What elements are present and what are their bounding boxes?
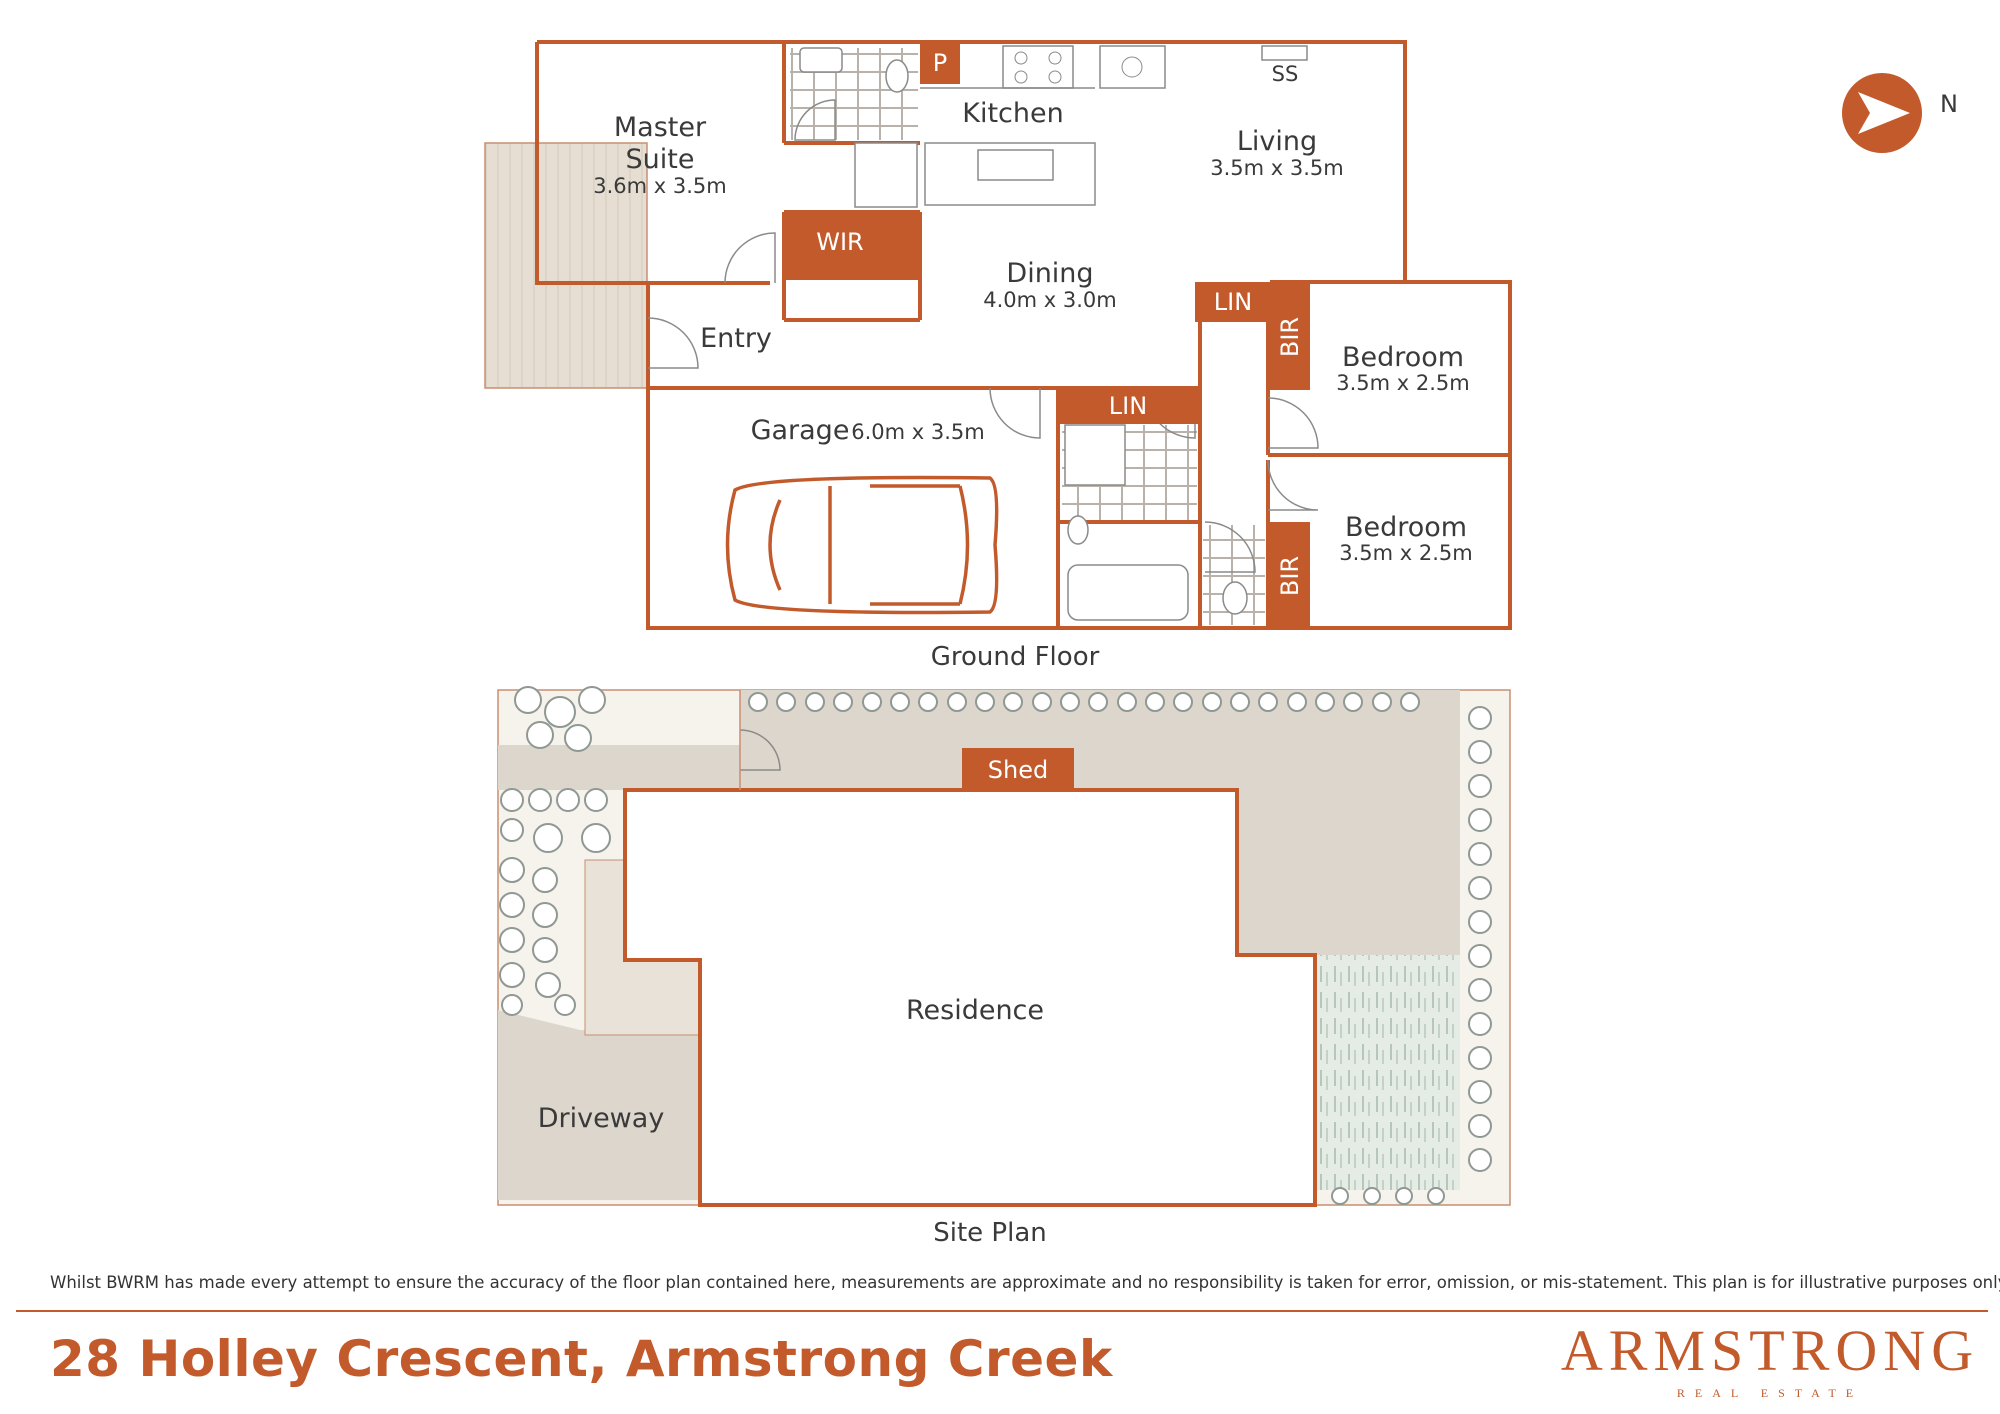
bir-1-label: BIR (1276, 317, 1304, 357)
brand-subtitle: REAL ESTATE (1676, 1386, 1864, 1400)
car-icon (725, 475, 999, 615)
bathroom-shower (1064, 424, 1126, 486)
kitchen-name: Kitchen (962, 98, 1063, 129)
toilet (1222, 581, 1248, 615)
shed-label: Shed (988, 756, 1048, 784)
ground-floor: P WIR LIN LIN BIR BIR Master Suite 3.6m … (484, 40, 1512, 672)
bedroom-1-name: Bedroom (1342, 342, 1464, 373)
paving-side (498, 745, 740, 790)
lin-garage-tag (1058, 388, 1200, 424)
master-suite-dims: 3.6m x 3.5m (593, 174, 727, 198)
north-compass: N (1842, 73, 1958, 153)
bir-2-label: BIR (1276, 556, 1304, 596)
compass-north-label: N (1940, 90, 1958, 118)
deck (484, 142, 648, 389)
brand-name: ARMSTRONG (1560, 1318, 1980, 1383)
bir-2-tag (1268, 522, 1310, 628)
driveway-area (498, 1010, 700, 1200)
residence-label: Residence (906, 995, 1044, 1026)
driveway-label: Driveway (538, 1103, 665, 1134)
residence-outline (623, 788, 1317, 1207)
ensuite-basin (799, 47, 843, 73)
ss-label: SS (1272, 62, 1299, 86)
cooktop (1002, 45, 1074, 89)
pantry-tag (920, 42, 960, 84)
split-system (1261, 45, 1308, 61)
garage-dims: 6.0m x 3.5m (851, 420, 985, 444)
bedroom-2-dims: 3.5m x 2.5m (1339, 541, 1473, 565)
ensuite-shower (854, 142, 918, 208)
pantry-label: P (933, 49, 947, 77)
bedroom-1-dims: 3.5m x 2.5m (1336, 371, 1470, 395)
bathtub (1067, 564, 1189, 621)
lawn (1315, 955, 1460, 1190)
dining-name: Dining (1006, 258, 1093, 289)
brand-logo: ARMSTRONG REAL ESTATE (1555, 1320, 1985, 1401)
disclaimer-text: Whilst BWRM has made every attempt to en… (50, 1273, 2000, 1292)
site-plan: Shed Resid (497, 686, 1511, 1248)
shed-tag (962, 748, 1074, 790)
entry-name: Entry (700, 323, 772, 354)
site-plan-caption: Site Plan (933, 1218, 1047, 1248)
living-name: Living (1237, 126, 1317, 157)
bedroom-2-name: Bedroom (1345, 512, 1467, 543)
ensuite-toilet (885, 59, 909, 93)
lin-garage-label: LIN (1109, 392, 1147, 420)
ground-floor-caption: Ground Floor (931, 642, 1100, 672)
plants (499, 686, 1492, 1205)
master-suite-name-line1: Master (614, 112, 707, 143)
kitchen-sink (977, 149, 1054, 181)
master-suite-name-line2: Suite (626, 144, 695, 175)
wir-label: WIR (816, 228, 863, 256)
property-address: 28 Holley Crescent, Armstrong Creek (50, 1330, 1113, 1388)
lin-dining-label: LIN (1214, 288, 1252, 316)
oven (1099, 45, 1166, 89)
garage-name: Garage (751, 415, 850, 446)
bathroom-basin (1067, 515, 1089, 545)
lin-dining-tag (1195, 282, 1272, 322)
living-dims: 3.5m x 3.5m (1210, 156, 1344, 180)
footer-divider (16, 1310, 1988, 1312)
dining-dims: 4.0m x 3.0m (983, 288, 1117, 312)
doors (647, 232, 1319, 573)
bir-1-tag (1268, 282, 1310, 390)
paving-rear (740, 690, 1460, 955)
wir-tag (784, 212, 920, 280)
